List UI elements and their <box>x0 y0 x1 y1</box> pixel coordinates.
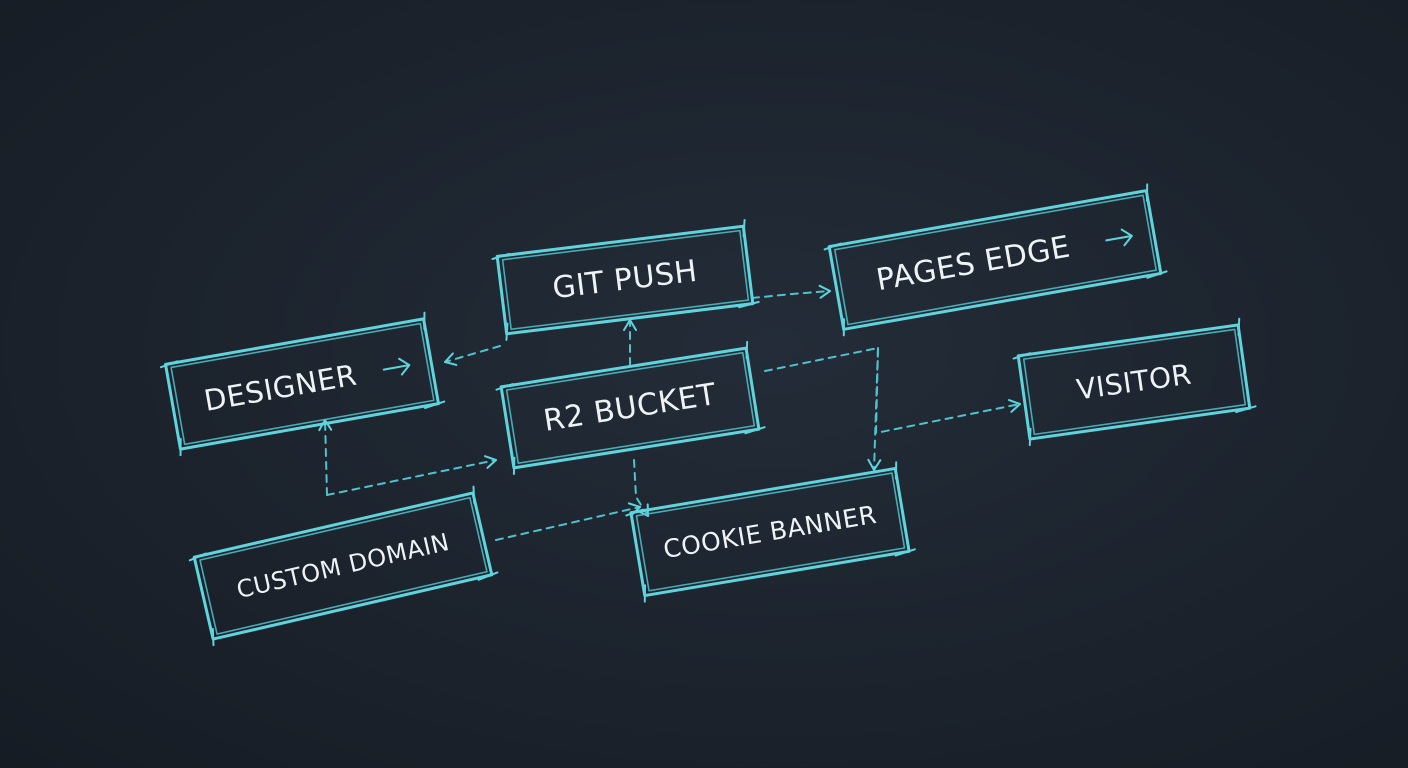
node-label: DESIGNER <box>201 358 359 418</box>
node-custom-domain: CUSTOM DOMAIN <box>188 485 499 647</box>
arrowhead-icon <box>444 352 458 366</box>
connector-custom-domain-to-cookie-banner <box>495 502 641 541</box>
node-cookie-banner: COOKIE BANNER <box>625 461 916 603</box>
node-frame-ticks <box>625 461 916 603</box>
arrowhead-icon <box>818 284 831 299</box>
connector-r2-bucket-to-cookie-banner <box>764 346 882 471</box>
node-frame <box>192 491 494 641</box>
node-frame-inner <box>833 194 1158 326</box>
arrow-right-icon <box>382 357 411 376</box>
node-frame-ticks <box>188 485 499 647</box>
connector-line <box>495 506 641 541</box>
connector-git-push-to-pages-edge <box>751 284 831 299</box>
node-pages-edge: PAGES EDGE <box>823 183 1168 337</box>
connector-line <box>324 419 328 496</box>
node-frame-inner <box>635 472 906 592</box>
node-frame-ticks <box>823 183 1168 337</box>
connector-line <box>751 290 831 299</box>
node-frame-inner <box>505 351 756 464</box>
node-frame-ticks <box>159 311 446 457</box>
node-label: COOKIE BANNER <box>661 500 878 564</box>
node-label: R2 BUCKET <box>541 377 719 439</box>
connector-line <box>326 459 497 496</box>
arrowhead-icon <box>483 455 497 469</box>
node-frame-inner <box>170 322 435 446</box>
nodes-layer: GIT PUSH PAGES EDGE DESIGNER R2 BUCKET VISIT… <box>159 183 1257 647</box>
node-frame-ticks <box>491 218 760 341</box>
node-frame <box>827 189 1163 331</box>
connector-custom-domain-to-r2-bucket <box>326 455 497 496</box>
node-frame <box>495 224 755 336</box>
connector-r2-bucket-to-git-push <box>623 319 637 366</box>
node-frame-ticks <box>495 340 766 475</box>
node-designer: DESIGNER <box>159 311 446 457</box>
node-label: GIT PUSH <box>551 254 700 306</box>
node-label: VISITOR <box>1074 358 1193 407</box>
connector-git-push-to-designer <box>444 345 501 366</box>
arrowhead-icon <box>867 458 882 471</box>
node-frame <box>629 466 911 598</box>
node-frame-inner <box>1022 328 1247 436</box>
connector-r2-bucket-to-visitor <box>874 347 1021 435</box>
node-git-push: GIT PUSH <box>491 218 760 341</box>
node-frame <box>1016 323 1252 441</box>
connector-custom-domain-to-designer <box>318 419 333 496</box>
arrowhead-icon <box>1008 399 1021 413</box>
node-frame <box>499 346 761 470</box>
node-label: PAGES EDGE <box>874 230 1073 299</box>
arrow-right-icon <box>1105 228 1133 247</box>
node-frame-inner <box>501 229 750 331</box>
node-frame-ticks <box>1012 317 1257 447</box>
connector-line <box>444 345 501 363</box>
node-visitor: VISITOR <box>1012 317 1257 447</box>
connector-line <box>764 346 880 471</box>
node-frame-inner <box>199 496 488 635</box>
connector-line <box>874 347 1021 435</box>
node-frame <box>164 317 440 451</box>
